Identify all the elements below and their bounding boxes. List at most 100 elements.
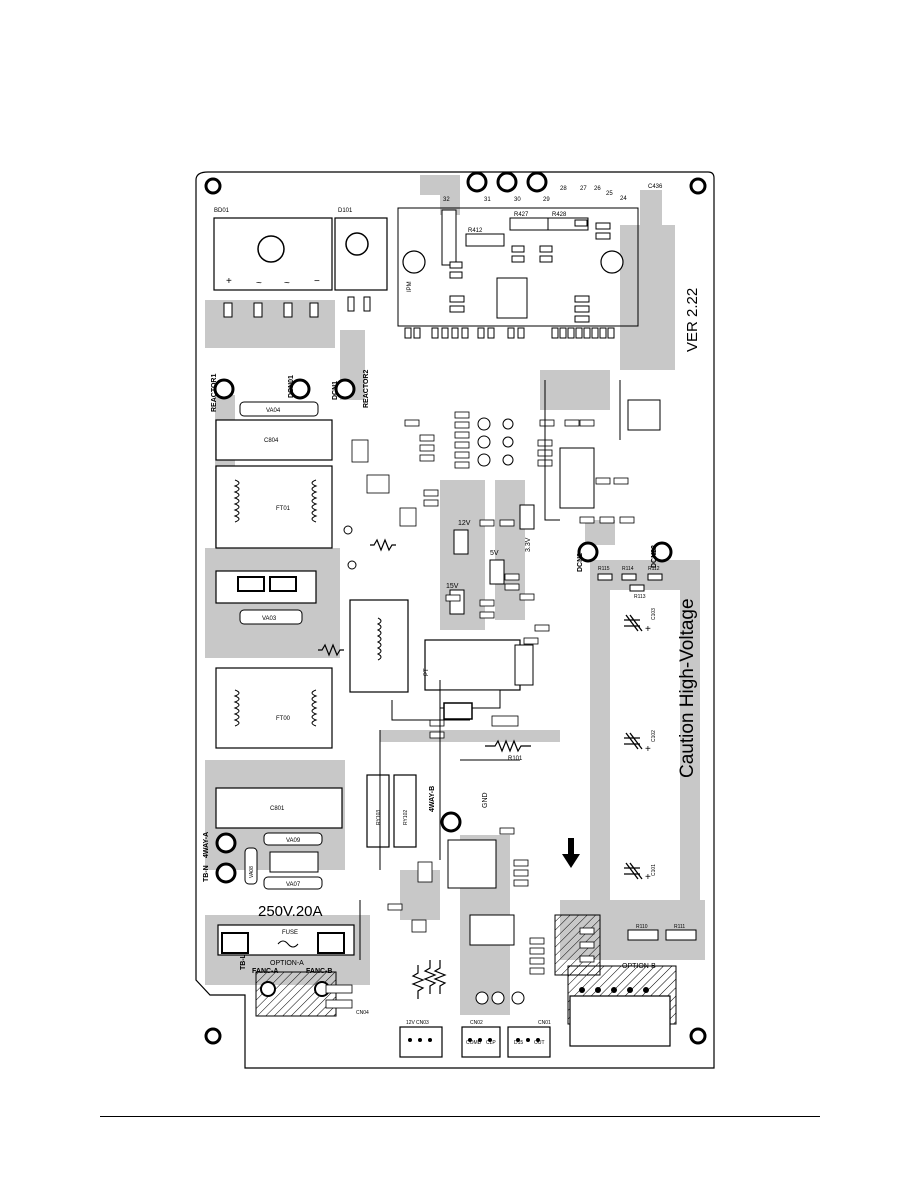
c804-label: C804 <box>264 438 279 444</box>
conn-label: COMD <box>466 1040 482 1046</box>
filter-ft00: FT00 <box>215 667 333 749</box>
option-a-label: OPTION-A <box>270 960 304 967</box>
conn-label: OUT <box>534 1040 545 1046</box>
svg-text:+: + <box>645 744 651 755</box>
ipm-pins <box>404 327 615 339</box>
svg-text:+: + <box>645 872 651 883</box>
r101-label: R101 <box>508 756 523 762</box>
connector-labels: CN03 CN02 CN01 CN04 12V COMD CLP D15 OUT… <box>356 963 656 1046</box>
version-label: VER 2.22 <box>684 288 701 352</box>
resistor-row-r11x: R115 R114 R112 R113 R110 R111 <box>597 566 697 941</box>
pin-num: 31 <box>484 197 491 203</box>
pt-label: PT <box>424 668 430 676</box>
bridge-rectifier: BD01 + ~ ~ − <box>213 208 333 318</box>
pin-num: 24 <box>620 196 627 202</box>
v15-label: 15V <box>446 583 459 590</box>
option-b-label: OPTION-B <box>622 963 656 970</box>
ry-b-label: RY102 <box>403 810 409 825</box>
ft00-label: FT00 <box>276 716 291 722</box>
rating-label: 250V.20A <box>258 903 323 920</box>
svg-text:~: ~ <box>284 278 290 289</box>
va07-label: VA07 <box>286 882 301 888</box>
capacitor-c801: C801 VA09 VA07 VA08 <box>215 787 343 890</box>
r114-label: R114 <box>622 566 634 572</box>
pin-num: 25 <box>606 191 613 197</box>
top-pin-numbers: 32 31 30 29 28 27 26 25 24 C436 <box>443 184 663 203</box>
pin-num: 27 <box>580 186 587 192</box>
side-labels: REACTOR1 DCN01 DCN1 REACTOR2 DCN2 DCN22 … <box>203 370 658 970</box>
va04-label: VA04 <box>266 408 281 414</box>
pin-num: 32 <box>443 197 450 203</box>
r428-label: R428 <box>552 212 567 218</box>
r115-label: R115 <box>598 566 610 572</box>
way-b-label: 4WAY-B <box>429 786 436 812</box>
dcn1-label: DCN1 <box>332 381 339 400</box>
r112-label: R112 <box>648 566 660 572</box>
svg-text:~: ~ <box>256 278 262 289</box>
dcn01-label: DCN01 <box>288 375 295 398</box>
resistor-zigzags: R101 <box>318 538 531 999</box>
connector-pins <box>408 987 649 1042</box>
va03-label: VA03 <box>262 616 277 622</box>
r111-label: R111 <box>674 924 685 930</box>
va09-label: VA09 <box>286 838 301 844</box>
resistor-block: VA03 <box>215 570 317 625</box>
fuse-label: FUSE <box>282 930 298 936</box>
v12-label: 12V <box>458 520 471 527</box>
mounting-holes <box>204 171 707 1045</box>
arrow-indicator <box>562 838 580 868</box>
ft01-label: FT01 <box>276 506 291 512</box>
conn-label: CLP <box>486 1040 496 1046</box>
relays: RY103 RY102 <box>366 774 417 848</box>
reactor2-label: REACTOR2 <box>363 370 370 408</box>
hv-capacitors: + C103 + C102 + C101 <box>624 608 657 883</box>
d101-label: D101 <box>338 208 353 214</box>
r110-label: R110 <box>636 924 648 930</box>
capacitor-c804: VA04 C804 <box>215 401 333 461</box>
c801-label: C801 <box>270 806 285 812</box>
dcn2-label: DCN2 <box>577 553 584 572</box>
caution-label: Caution High-Voltage <box>677 598 698 778</box>
ipm-module: R427 R428 R412 IPM <box>397 207 639 327</box>
pin-num: 28 <box>560 186 567 192</box>
option-a-area: OPTION-A FANC-A FANC-B <box>252 960 332 997</box>
filter-ft01: FT01 <box>215 465 333 549</box>
transformer-pt: PT <box>424 639 521 720</box>
r113-label: R113 <box>634 594 646 600</box>
ry-a-label: RY103 <box>376 810 382 825</box>
round-test-points <box>343 417 525 1005</box>
smd-components <box>325 411 635 1009</box>
svg-text:+: + <box>226 276 232 287</box>
tb-l-label: TB-L <box>240 953 247 970</box>
cn02-label: CN02 <box>470 1020 483 1026</box>
bottom-connectors <box>399 995 671 1058</box>
integrated-circuits <box>447 399 661 946</box>
trace-lines <box>359 380 621 960</box>
pin-num: 30 <box>514 197 521 203</box>
coil-r101 <box>349 599 409 693</box>
reactor1-label: REACTOR1 <box>211 374 218 412</box>
c101-label: C101 <box>651 864 657 876</box>
gnd-label: GND <box>482 792 489 808</box>
fan-b-label: FANC-B <box>306 968 332 975</box>
tb-n-label: TB-N <box>203 865 210 882</box>
va08-label: VA08 <box>249 866 255 878</box>
conn-label: D15 <box>514 1040 523 1046</box>
c103-label: C103 <box>651 608 657 620</box>
pin-num: 26 <box>594 186 601 192</box>
fuse-holder: FUSE <box>217 924 355 956</box>
pin-num: 29 <box>543 197 550 203</box>
way-a-label: 4WAY-A <box>203 832 210 858</box>
r412-label: R412 <box>468 228 483 234</box>
fan-a-label: FANC-A <box>252 968 278 975</box>
c102-label: C102 <box>651 730 657 742</box>
cn03-label: CN03 <box>416 1020 429 1026</box>
bd-label: BD01 <box>214 208 230 214</box>
svg-text:−: − <box>314 276 320 287</box>
diode-d101: D101 <box>334 208 388 312</box>
dcn22-label: DCN22 <box>651 545 658 568</box>
c436-label: C436 <box>648 184 663 190</box>
conn-label: 12V <box>406 1020 416 1026</box>
ipm-label: IPM <box>407 281 413 292</box>
